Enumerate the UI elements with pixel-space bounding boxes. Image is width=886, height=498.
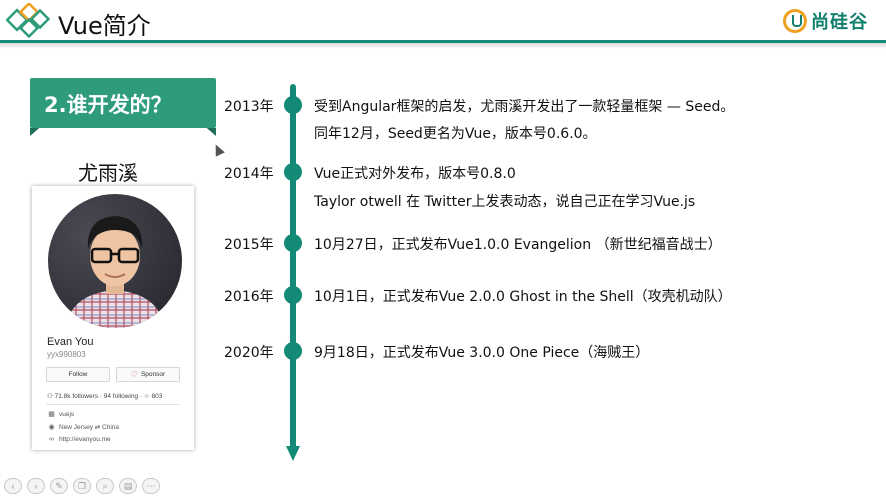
timeline-dot: [284, 234, 302, 252]
timeline-event-line: 同年12月，Seed更名为Vue，版本号0.6.0。: [314, 126, 597, 142]
timeline-year: 2016年: [224, 289, 274, 305]
avatar: [48, 194, 182, 328]
header-divider: [0, 40, 886, 43]
timeline-arrow-icon: [286, 446, 300, 461]
timeline-dot: [284, 286, 302, 304]
people-icon: ⚇: [47, 393, 55, 400]
building-icon: ▦: [48, 411, 55, 418]
profile-url-text[interactable]: http://evanyou.me: [59, 436, 111, 443]
more-icon[interactable]: ⋯: [142, 478, 160, 494]
profile-stats-text: 71.8k followers · 94 following · ☆ 803: [54, 393, 163, 400]
follow-button[interactable]: Follow: [46, 367, 110, 382]
timeline-year: 2013年: [224, 99, 274, 115]
timeline-event-line: Vue正式对外发布，版本号0.8.0: [314, 166, 516, 182]
sponsor-button[interactable]: ♡ Sponsor: [116, 367, 180, 382]
section-badge-text: 2.谁开发的？: [44, 93, 172, 117]
location-pin-icon: ◉: [48, 424, 55, 431]
zoom-icon[interactable]: ⌕: [96, 478, 114, 494]
header-shadow: [0, 43, 886, 49]
avatar-portrait-icon: [66, 216, 164, 328]
timeline-event-line: 10月27日，正式发布Vue1.0.0 Evangelion （新世纪福音战士）: [314, 237, 722, 253]
profile-location: ◉ New Jersey ⇄ China: [47, 423, 119, 431]
brand-logo: 尚硅谷: [783, 8, 868, 34]
timeline-axis: [290, 84, 296, 450]
timeline-event-line: Taylor otwell 在 Twitter上发表动态，说自己正在学习Vue.…: [314, 194, 696, 210]
section-badge: 2.谁开发的？: [30, 78, 216, 136]
timeline-year: 2020年: [224, 345, 274, 361]
slide-header: Vue简介 尚硅谷: [0, 0, 886, 42]
sponsor-button-label: Sponsor: [140, 371, 166, 378]
timeline-dot: [284, 96, 302, 114]
github-profile-card: Evan You yyx990803 Follow ♡ Sponsor ⚇ 71…: [32, 186, 194, 450]
profile-org-text: vuejs: [59, 410, 75, 418]
timeline-dot: [284, 163, 302, 181]
developer-name: 尤雨溪: [78, 161, 138, 185]
link-icon: ∞: [49, 436, 54, 443]
presentation-controls: ‹ › ✎ ❐ ⌕ ▤ ⋯: [4, 478, 160, 494]
section-badge-fold: [30, 128, 216, 136]
brand-name: 尚硅谷: [811, 12, 868, 33]
card-divider: [46, 404, 180, 405]
profile-location-text: New Jersey ⇄ China: [59, 424, 119, 431]
next-icon[interactable]: ›: [27, 478, 45, 494]
profile-handle: yyx990803: [47, 350, 86, 359]
prev-icon[interactable]: ‹: [4, 478, 22, 494]
profile-url[interactable]: ∞ http://evanyou.me: [47, 436, 111, 443]
slide-title: Vue简介: [58, 12, 151, 40]
timeline-event-line: 10月1日，正式发布Vue 2.0.0 Ghost in the Shell（攻…: [314, 289, 732, 305]
timeline-event-line: 受到Angular框架的启发，尤雨溪开发出了一款轻量框架 — Seed。: [314, 99, 735, 115]
profile-org: ▦ vuejs: [47, 410, 75, 419]
diamond-logo-icon: [6, 3, 50, 39]
grid-icon[interactable]: ▤: [119, 478, 137, 494]
copy-icon[interactable]: ❐: [73, 478, 91, 494]
timeline-event-line: 9月18日，正式发布Vue 3.0.0 One Piece（海贼王）: [314, 345, 650, 361]
mouse-cursor-icon: [211, 142, 225, 157]
timeline-year: 2014年: [224, 166, 274, 182]
heart-icon: ♡: [130, 370, 138, 379]
pen-icon[interactable]: ✎: [50, 478, 68, 494]
timeline-dot: [284, 342, 302, 360]
timeline-year: 2015年: [224, 237, 274, 253]
profile-name: Evan You: [47, 336, 94, 348]
brand-mark-icon: [783, 9, 807, 33]
profile-stats: ⚇ 71.8k followers · 94 following · ☆ 803: [47, 392, 162, 400]
